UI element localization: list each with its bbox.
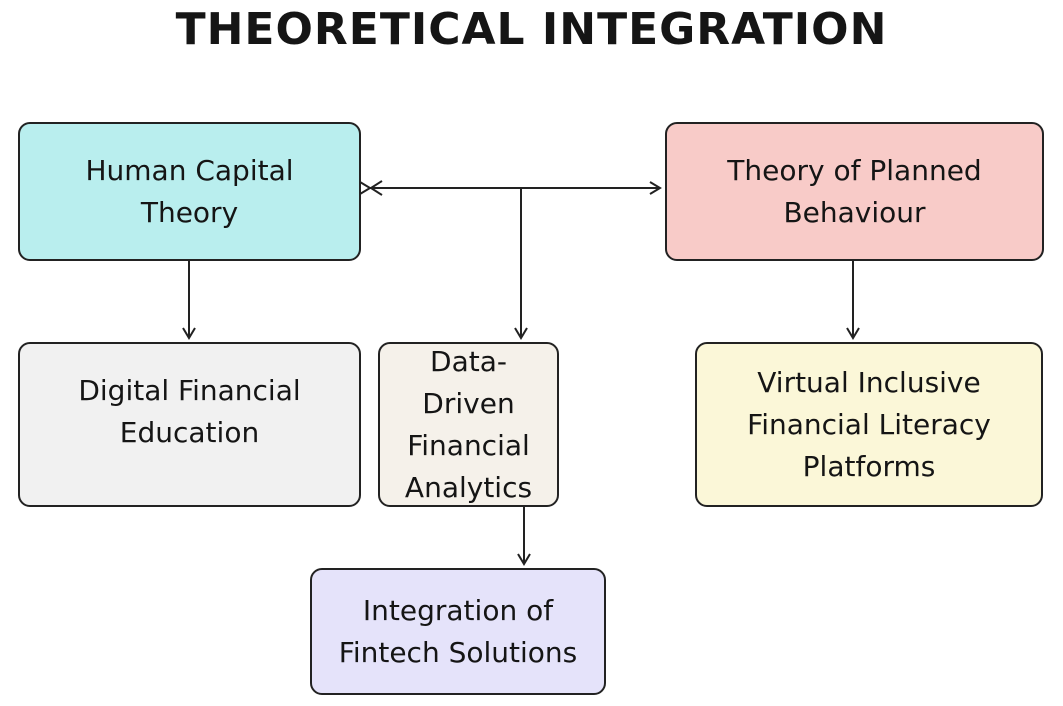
node-theory-of-planned-behaviour: Theory of Planned Behaviour [665, 122, 1044, 261]
node-label: Theory of Planned Behaviour [727, 153, 982, 229]
node-virtual-inclusive-platforms: Virtual Inclusive Financial Literacy Pla… [695, 342, 1043, 507]
node-integration-of-fintech-solutions: Integration of Fintech Solutions [310, 568, 606, 695]
node-data-driven-financial-analytics: Data-Driven Financial Analytics [378, 342, 559, 507]
node-label: Virtual Inclusive Financial Literacy Pla… [747, 365, 991, 483]
diagram-title: THEORETICAL INTEGRATION [175, 4, 888, 55]
node-label: Human Capital Theory [85, 153, 294, 229]
arrow-left-head [369, 180, 383, 196]
node-label: Digital Financial Education [78, 374, 301, 449]
node-label: Data-Driven Financial Analytics [404, 344, 533, 504]
node-digital-financial-education: Digital Financial Education [18, 342, 361, 507]
node-human-capital-theory: Human Capital Theory [18, 122, 361, 261]
node-label: Integration of Fintech Solutions [338, 593, 578, 669]
